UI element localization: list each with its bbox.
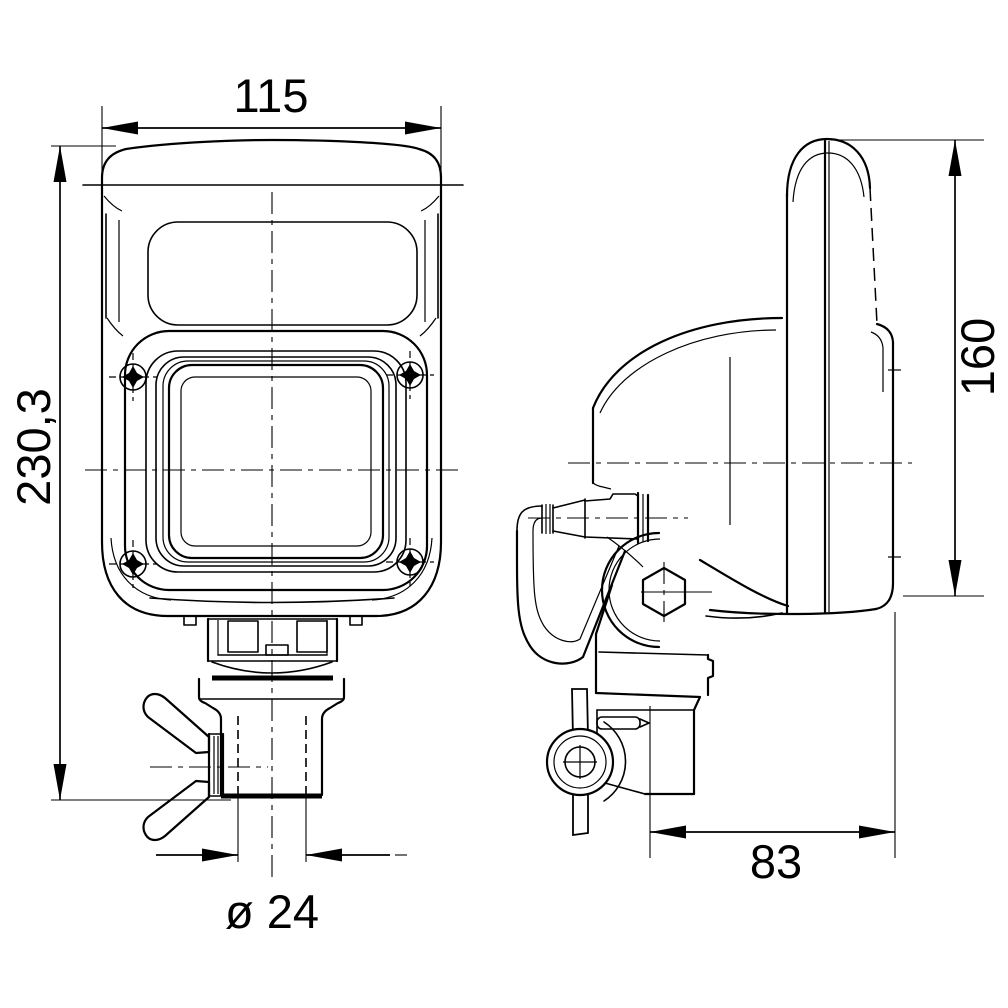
front-mount-bracket (183, 615, 363, 681)
front-hood-panel (147, 221, 418, 326)
side-housing (591, 316, 901, 616)
dimension-front-width: 115 (101, 69, 442, 183)
side-depth-label: 83 (750, 835, 802, 888)
dimension-front-height: 230,3 (7, 145, 231, 801)
screw-top-right (386, 351, 434, 399)
front-lens (167, 363, 385, 560)
stem-diameter-label: ø 24 (225, 885, 319, 938)
front-height-label: 230,3 (7, 388, 60, 506)
screw-bottom-right (386, 538, 434, 586)
screw-bottom-left (109, 540, 157, 588)
front-view (82, 138, 464, 877)
dimension-stem-diameter: ø 24 (156, 848, 407, 938)
front-wing-nut (142, 692, 268, 842)
side-bracket-strap (785, 137, 878, 616)
dimension-side-depth: 83 (649, 612, 896, 888)
side-cable-gland (515, 491, 688, 665)
side-pivot-hub (600, 531, 790, 649)
front-bezel-screws (109, 351, 434, 588)
dimension-side-height: 160 (831, 139, 1004, 597)
side-view (515, 137, 912, 837)
side-height-label: 160 (951, 318, 1004, 396)
screw-top-left (109, 353, 157, 401)
side-lower-bracket (545, 583, 715, 837)
cable-loop (515, 529, 627, 665)
front-width-label: 115 (234, 69, 309, 122)
front-lens-bezel (123, 329, 429, 592)
